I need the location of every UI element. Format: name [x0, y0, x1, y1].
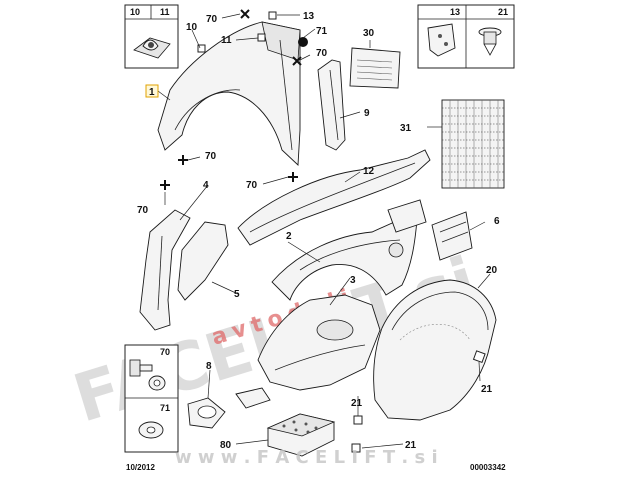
callout-70a: 70 — [206, 14, 218, 25]
part-1-front-fender — [157, 21, 301, 166]
callout-71: 71 — [316, 26, 328, 37]
callout-70b: 70 — [316, 48, 328, 59]
clip-bracket-icon — [133, 37, 171, 59]
square-marker-icon — [353, 415, 363, 425]
inset-label-21: 21 — [498, 7, 508, 17]
callout-10: 10 — [186, 22, 198, 33]
inset-label-70: 70 — [160, 347, 170, 357]
square-marker-icon — [197, 44, 206, 53]
callout-1-highlight: 1 — [145, 84, 159, 98]
part-12-upper-rail — [237, 149, 431, 246]
plus-marker-icon — [160, 180, 170, 190]
part-4-pillar-reinforcement — [139, 209, 191, 331]
part-8-gaskets — [187, 387, 271, 429]
callout-2: 2 — [286, 231, 292, 242]
callout-70e: 70 — [137, 205, 149, 216]
callout-1: 1 — [149, 87, 155, 98]
callout-30: 30 — [363, 28, 375, 39]
part-5-inner-reinforcement — [177, 221, 229, 301]
inset-top-left: 10 11 — [124, 4, 179, 69]
panel-clip-icon — [427, 23, 456, 57]
callout-8: 8 — [206, 361, 212, 372]
footer-website: w w w . F A C E L I F T . s i — [175, 447, 438, 468]
inset-label-11: 11 — [160, 7, 170, 17]
callout-80: 80 — [220, 440, 232, 451]
leader-lines — [157, 13, 491, 449]
callout-11: 11 — [221, 35, 232, 46]
callout-6: 6 — [494, 216, 500, 227]
part-2-inner-panel — [271, 203, 419, 301]
part-6-brackets — [387, 199, 473, 261]
dot-marker-icon — [298, 37, 308, 47]
plus-marker-icon — [288, 172, 298, 182]
plus-marker-icon — [178, 155, 188, 165]
cross-marker-icon — [240, 9, 250, 19]
inset-label-10: 10 — [130, 7, 140, 17]
callout-21a: 21 — [481, 384, 493, 395]
part-80-clip-box — [266, 413, 336, 457]
footer: 10/2012 w w w . F A C E L I F T . s i 00… — [126, 447, 506, 472]
callout-5: 5 — [234, 289, 240, 300]
callout-3: 3 — [350, 275, 356, 286]
square-marker-icon — [472, 350, 486, 364]
square-marker-icon — [257, 33, 266, 42]
part-20-wheel-arch-liner — [373, 279, 497, 421]
square-marker-icon — [351, 443, 361, 453]
washer-icon — [138, 421, 164, 439]
part-9-pillar-trim — [317, 59, 346, 151]
callout-70d: 70 — [246, 180, 258, 191]
callout-20: 20 — [486, 265, 498, 276]
callout-13: 13 — [303, 11, 315, 22]
callout-9: 9 — [364, 108, 370, 119]
callout-4: 4 — [203, 180, 209, 191]
bolt-icon — [129, 359, 166, 391]
inset-top-right: 13 21 — [417, 4, 515, 69]
cross-marker-icon — [292, 56, 302, 66]
square-marker-icon — [268, 11, 277, 20]
footer-date: 10/2012 — [126, 463, 155, 472]
inset-label-13: 13 — [450, 7, 460, 17]
part-30-label-sticker — [349, 47, 401, 89]
callout-12: 12 — [363, 166, 375, 177]
callout-21c: 21 — [405, 440, 417, 451]
part-31-table-sticker — [441, 99, 505, 189]
inset-label-71: 71 — [160, 403, 170, 413]
callout-70c: 70 — [205, 151, 217, 162]
fasteners — [160, 9, 486, 453]
footer-diagram-number: 00003342 — [470, 463, 506, 472]
inset-bottom-left: 70 71 — [124, 344, 179, 453]
callouts: 1 70 13 10 11 71 70 30 9 31 70 70 12 4 7… — [137, 11, 500, 451]
push-rivet-icon — [478, 27, 502, 56]
part-3-floor-panel — [257, 294, 381, 391]
callout-31: 31 — [400, 123, 412, 134]
callout-21b: 21 — [351, 398, 363, 409]
